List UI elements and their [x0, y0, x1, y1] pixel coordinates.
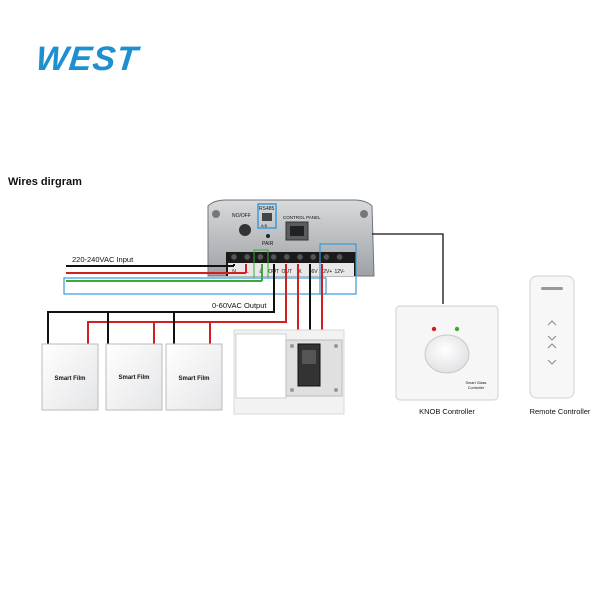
wire-output-red	[87, 264, 287, 344]
pair-label: PAIR	[262, 241, 274, 247]
red-led	[431, 326, 437, 332]
controller-unit: NO/OFF RS485 A B PAIR CONTROL PANEL NL⏚O…	[207, 199, 375, 295]
ac-input-label: 220-240VAC Input	[72, 255, 134, 264]
wall-switch	[233, 329, 345, 415]
smart-film-label: Smart Film	[54, 376, 85, 382]
control-panel-label: CONTROL PANEL	[283, 215, 321, 220]
terminal-screw	[322, 253, 331, 261]
terminal-label: L	[246, 269, 249, 275]
chevron-up-icon	[547, 343, 557, 349]
terminal-label: 36V	[309, 269, 319, 275]
terminal-screw	[256, 253, 265, 261]
terminal-screw	[335, 253, 344, 261]
wire-output-black	[47, 264, 275, 344]
smart-film-2	[105, 343, 163, 411]
diagram-title: Wires dirgram	[8, 176, 82, 188]
input-wires-highlight	[63, 277, 327, 295]
no-off-label: NO/OFF	[232, 213, 251, 219]
terminal-screw	[243, 253, 251, 261]
terminal-screw	[296, 253, 304, 261]
knob-controller: Smart Glass Controller	[395, 305, 499, 401]
terminal-label: 12V+	[320, 269, 332, 275]
terminal-label: ⏚	[258, 268, 263, 275]
rs485-pins-label: A B	[261, 223, 268, 228]
wire-knob	[372, 233, 444, 304]
knob-device-text: Smart Glass	[466, 381, 487, 385]
remote-controller	[529, 275, 575, 399]
chevron-up-icon	[547, 320, 557, 326]
remote-caption: Remote Controller	[530, 407, 591, 416]
output-label: 0-60VAC Output	[212, 301, 267, 310]
knob-device-text: Controller	[468, 386, 485, 390]
terminal-screw	[309, 253, 317, 261]
smart-film-panels: Smart Film Smart Film Smart Film	[41, 343, 223, 411]
knob-caption: KNOB Controller	[419, 407, 475, 416]
smart-film-label: Smart Film	[178, 376, 209, 382]
power-output-highlight	[319, 243, 357, 295]
chevron-down-icon	[547, 359, 557, 365]
smart-film-1	[41, 343, 99, 411]
terminal-screw	[283, 253, 291, 261]
pair-button	[266, 234, 270, 238]
terminal-label: 12V-	[334, 269, 345, 275]
smart-film-3	[165, 343, 223, 411]
green-led	[454, 326, 460, 332]
power-button	[239, 224, 251, 236]
rs485-port-highlight	[257, 203, 277, 229]
smart-film-label: Smart Film	[118, 375, 149, 381]
rs485-label: RS485	[259, 206, 275, 212]
terminal-label: K	[298, 269, 302, 275]
terminal-screw	[230, 253, 238, 261]
knob-dial	[424, 334, 470, 374]
terminal-screw	[269, 253, 278, 261]
chevron-down-icon	[547, 335, 557, 341]
